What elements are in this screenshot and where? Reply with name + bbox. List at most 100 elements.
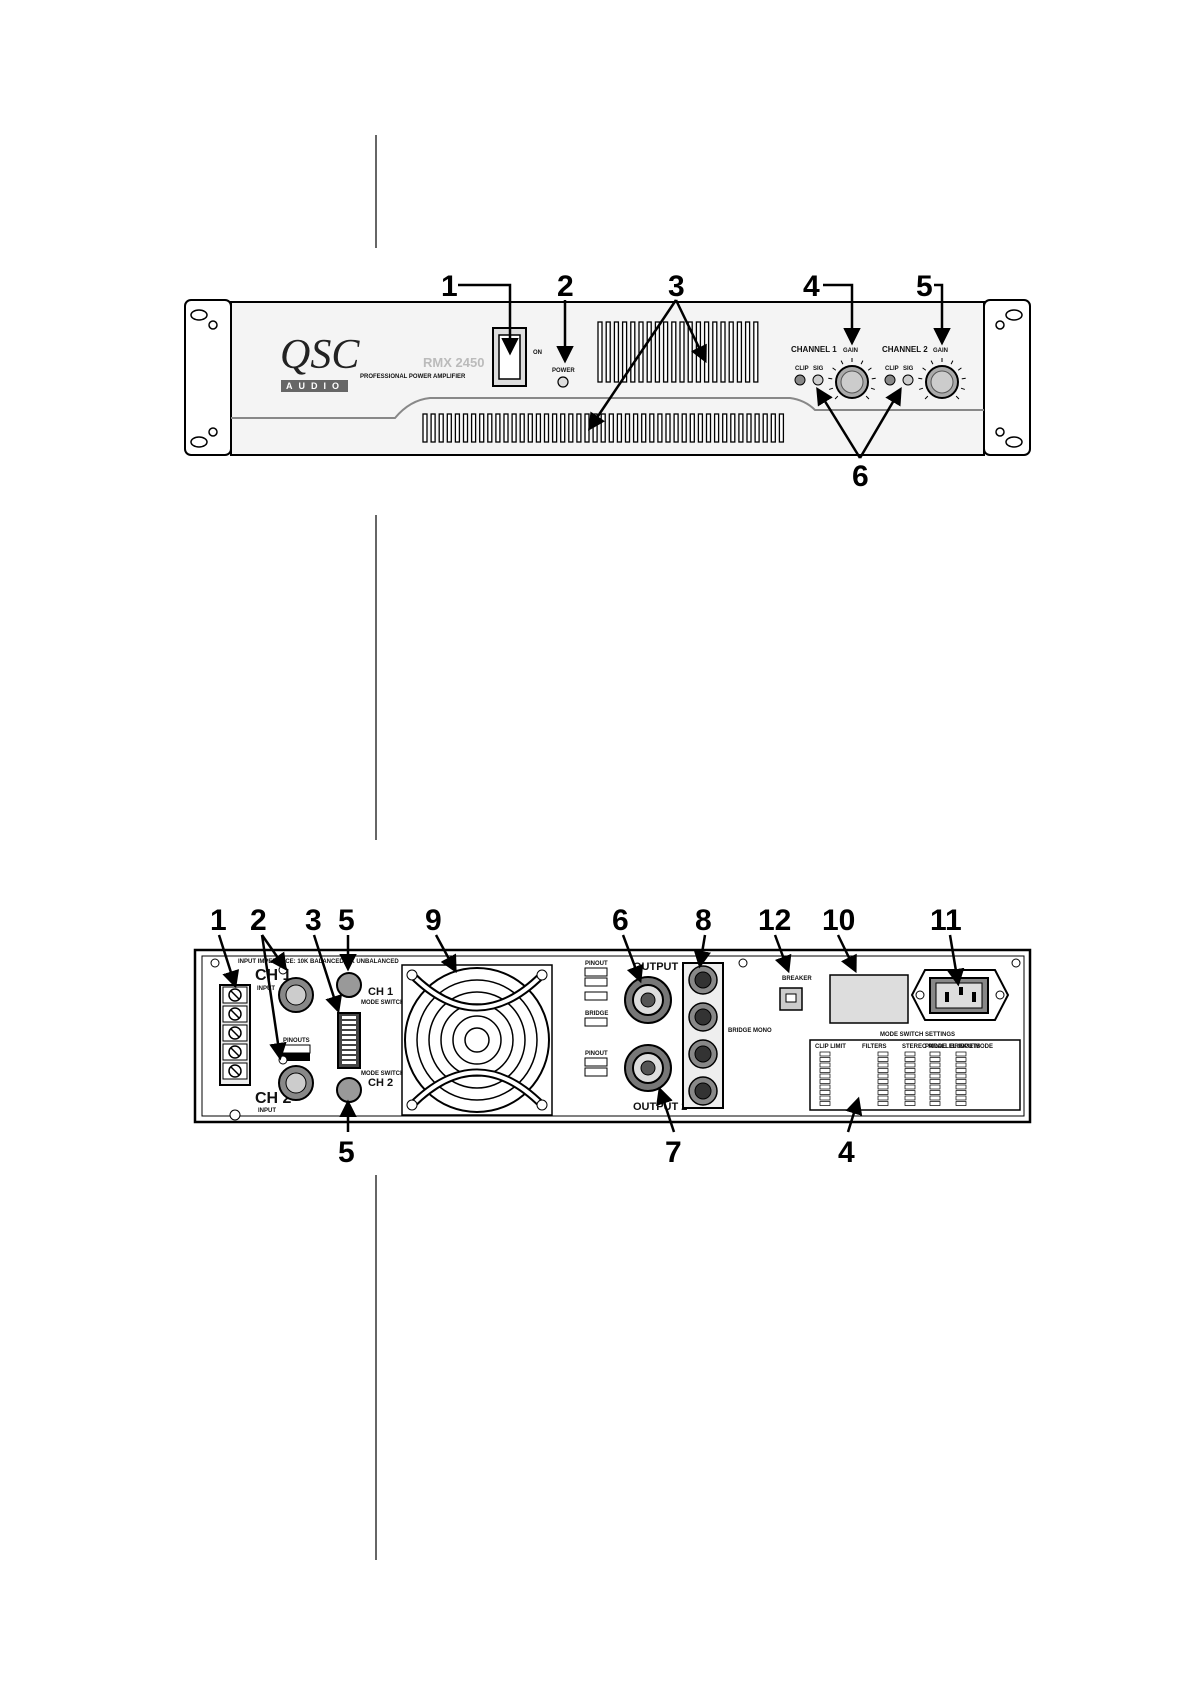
table-switch-cell: [929, 1101, 941, 1106]
rear-callout-4: 4: [838, 1136, 855, 1169]
table-switch-cell: [819, 1062, 831, 1068]
serial-label-plate: [829, 974, 909, 1024]
gain-tick: [961, 377, 966, 380]
table-switch-cell: [929, 1084, 941, 1090]
channel1-label: CHANNEL 1: [791, 345, 837, 354]
rear-callout-8: 8: [695, 904, 712, 937]
iec-power-inlet[interactable]: [910, 969, 1010, 1021]
vent-slot: [632, 413, 639, 443]
binding-post-core: [694, 1045, 712, 1063]
vent-slot: [713, 413, 720, 443]
quarter-inch-input-ch2[interactable]: [336, 1077, 362, 1103]
gain-tick: [955, 395, 960, 400]
mode-table-switch-grid: [819, 1051, 967, 1106]
gain-tick: [950, 360, 954, 365]
screw-slot: [230, 1047, 240, 1057]
vent-slot: [730, 413, 736, 443]
vent-slot: [438, 413, 444, 443]
vent-slot: [584, 413, 590, 443]
vent-slot: [470, 413, 477, 443]
vent-slot: [657, 413, 663, 443]
vent-slot: [641, 413, 647, 443]
vent-slot: [712, 321, 718, 383]
table-switch-cell: [955, 1073, 967, 1079]
table-switch-cell: [877, 1084, 889, 1090]
table-switch-cell: [819, 1068, 831, 1073]
gain-tick: [871, 377, 876, 380]
vent-slot: [624, 413, 631, 443]
table-switch-cell: [955, 1084, 967, 1090]
screw-slot: [230, 1028, 240, 1038]
binding-post-core: [694, 1082, 712, 1100]
vent-slot: [613, 321, 620, 383]
rear-panel-diagram: INPUT IMPEDANCE: 10K BALANCED, 5K UNBALA…: [193, 948, 1032, 1124]
mode-switch-settings-title: MODE SWITCH SETTINGS: [880, 1032, 955, 1038]
front-callout-4: 4: [803, 270, 820, 303]
gain-tick: [919, 387, 924, 390]
channel2-label: CHANNEL 2: [882, 345, 928, 354]
dip-switch: [342, 1031, 356, 1034]
vent-slot: [600, 413, 606, 443]
table-switch-cell: [929, 1057, 941, 1062]
brand-sub: AUDIO: [286, 381, 345, 391]
parallel-inputs-heading: PARALLEL INPUTS: [925, 1044, 980, 1050]
table-switch-cell: [955, 1101, 967, 1106]
table-switch-cell: [904, 1057, 916, 1062]
gain-tick: [867, 367, 872, 371]
vent-slot: [746, 413, 752, 443]
vent-slot: [511, 413, 517, 443]
vent-slot: [543, 413, 550, 443]
binding-post-core: [694, 971, 712, 989]
dip-switch: [342, 1061, 356, 1064]
vent-slot: [608, 413, 614, 443]
ch2-mode-label: CH 2: [368, 1077, 393, 1089]
table-switch-cell: [819, 1095, 831, 1101]
rear-callout-11: 11: [930, 904, 962, 937]
vent-slot: [495, 413, 501, 443]
table-switch-cell: [955, 1068, 967, 1073]
vent-slot: [778, 413, 785, 443]
table-switch-cell: [904, 1079, 916, 1084]
table-switch-cell: [877, 1101, 889, 1106]
dip-switch: [342, 1036, 356, 1039]
front-panel-diagram: QSC AUDIO RMX 2450 PROFESSIONAL POWER AM…: [184, 299, 1031, 456]
rear-callout-9: 9: [425, 904, 442, 937]
bridge-mode-heading: BRIDGE MODE: [950, 1044, 993, 1050]
ch1-mode-label: CH 1: [368, 986, 393, 998]
table-switch-cell: [929, 1079, 941, 1084]
vent-slot: [422, 413, 428, 443]
bridge-label: BRIDGE: [585, 1011, 608, 1017]
pinout-label-1: PINOUT: [585, 961, 608, 967]
vent-slot: [527, 413, 533, 443]
vent-slot: [576, 413, 582, 443]
vent-slot: [720, 321, 726, 383]
table-switch-cell: [904, 1062, 916, 1068]
front-callouts: 1 2 3 4 5 6: [441, 270, 951, 493]
rear-callout-3: 3: [305, 904, 322, 937]
table-switch-cell: [955, 1079, 967, 1084]
table-switch-cell: [955, 1057, 967, 1062]
barrier-strip-screws: [222, 986, 248, 1080]
pinout-label-2: PINOUT: [585, 1051, 608, 1057]
table-switch-cell: [819, 1084, 831, 1090]
vent-slot: [736, 321, 743, 383]
rear-callout-6: 6: [612, 904, 629, 937]
quarter-inch-input-ch1[interactable]: [336, 972, 362, 998]
binding-posts[interactable]: [688, 965, 718, 1106]
front-callout-3: 3: [668, 270, 685, 303]
brand-logo: QSC: [280, 332, 360, 378]
sig2-label: SIG: [903, 366, 914, 372]
front-callout-1: 1: [441, 270, 458, 303]
gain-tick: [860, 360, 864, 365]
vent-slot: [738, 413, 744, 443]
rear-callout-5-top: 5: [338, 904, 355, 937]
vent-slot: [430, 413, 436, 443]
table-switch-cell: [929, 1095, 941, 1101]
table-switch-cell: [955, 1090, 967, 1095]
vent-slot: [535, 413, 542, 443]
vent-slot: [722, 413, 728, 443]
dip-switch: [342, 1041, 356, 1044]
table-switch-cell: [955, 1062, 967, 1068]
gain-tick: [832, 367, 837, 371]
